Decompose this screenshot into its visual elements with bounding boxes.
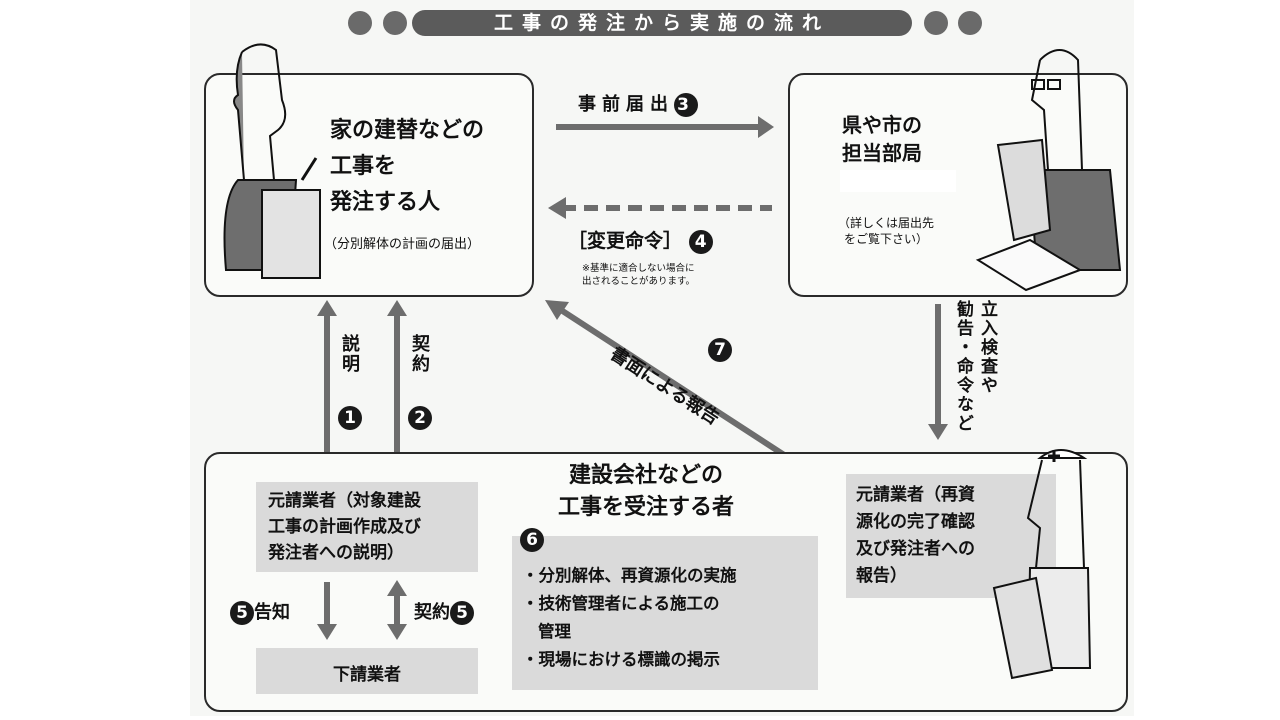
completion-text: 元請業者（再資 源化の完了確認 及び発注者への 報告） [856, 482, 975, 590]
explanation-step: 1 [338, 406, 362, 430]
explanation-label: 説明 [339, 334, 360, 374]
arrow-head-up-icon [387, 300, 407, 316]
contract-label: 契約 [409, 334, 430, 374]
step-badge: 1 [338, 406, 362, 430]
subcontractor-panel: 下請業者 [256, 648, 478, 694]
completion-line: 源化の完了確認 [856, 512, 975, 532]
duty-item: ・現場における標識の掲示 [522, 650, 721, 669]
arrow-head-down-icon [317, 624, 337, 640]
inspection-label-line: 勧告・命令など [953, 300, 973, 433]
header-dot-icon [958, 11, 982, 35]
advance-notice-arrow [556, 124, 762, 130]
authority-title-line: 担当部局 [842, 141, 922, 165]
client-title-line: 家の建替などの [330, 118, 485, 143]
inspection-arrow [935, 304, 941, 426]
header-dot-icon [383, 11, 407, 35]
prime-contractor-line: 工事の計画作成及び [268, 517, 421, 537]
written-report-step: 7 [708, 338, 732, 362]
duty-text: 技術管理者による施工の [538, 594, 720, 613]
contractor-title: 建設会社などの 工事を受注する者 [558, 460, 734, 524]
duty-item: ・分別解体、再資源化の実施 [522, 566, 737, 585]
diagram-title: 工事の発注から実施の流れ [412, 10, 912, 36]
duties-step: 6 [520, 528, 544, 552]
sub-contract-arrow [394, 594, 400, 626]
step-badge: 7 [708, 338, 732, 362]
change-order-note-line: ※基準に適合しない場合に [582, 263, 695, 274]
step-badge: 6 [520, 528, 544, 552]
sub-contract-text: 契約 [414, 602, 450, 623]
step-badge: 5 [230, 601, 254, 625]
explanation-arrow [324, 314, 330, 472]
client-title: 家の建替などの 工事を 発注する人 [330, 113, 484, 221]
step-badge: 4 [688, 229, 713, 254]
authority-note-line: （詳しくは届出先 [838, 216, 935, 230]
subcontractor-text: 下請業者 [333, 665, 401, 685]
contractor-title-line: 建設会社などの [569, 463, 724, 488]
flow-diagram: 工事の発注から実施の流れ 家の建替などの 工事を 発注する人 （分別解体の計画の… [190, 0, 1134, 716]
change-order-arrow [562, 205, 772, 211]
blank-label [840, 170, 956, 192]
arrow-head-right-icon [758, 116, 774, 138]
completion-line: 及び発注者への [856, 539, 975, 559]
duty-item-cont: 管理 [522, 618, 737, 646]
client-title-line: 工事を [330, 154, 397, 179]
change-order-text: ［変更命令］ [568, 230, 683, 252]
duties-list: ・分別解体、再資源化の実施 ・技術管理者による施工の 管理 ・現場における標識の… [522, 562, 737, 674]
client-subtitle: （分別解体の計画の届出） [324, 237, 481, 252]
header-dot-icon [348, 11, 372, 35]
completion-panel: 元請業者（再資 源化の完了確認 及び発注者への 報告） [846, 474, 1056, 598]
completion-line: 報告） [856, 566, 907, 586]
duties-panel: 6 ・分別解体、再資源化の実施 ・技術管理者による施工の 管理 ・現場における標… [512, 528, 818, 690]
duty-text: 管理 [538, 622, 571, 641]
prime-contractor-text: 元請業者（対象建設 工事の計画作成及び 発注者への説明） [268, 488, 421, 566]
prime-contractor-line: 発注者への説明） [268, 543, 404, 563]
authority-note-line: をご覧下さい） [844, 232, 929, 246]
contract-step: 2 [408, 406, 432, 430]
step-badge: 5 [450, 601, 474, 625]
authority-title-line: 県や市の [842, 113, 922, 137]
authority-note: （詳しくは届出先 をご覧下さい） [838, 215, 934, 247]
duty-text: 分別解体、再資源化の実施 [538, 566, 737, 585]
contract-arrow [394, 314, 400, 460]
inspection-label: 立入検査や [976, 300, 998, 395]
arrow-head-left-icon [548, 197, 566, 219]
notification-text: 告知 [254, 602, 290, 623]
notification-arrow [324, 582, 330, 626]
arrow-head-up-icon [387, 580, 407, 596]
contractor-title-line: 工事を受注する者 [558, 495, 735, 520]
duty-text: 現場における標識の掲示 [538, 650, 721, 669]
change-order-note: ※基準に適合しない場合に 出されることがあります。 [582, 262, 695, 288]
inspection-label-2: 勧告・命令など [952, 300, 974, 433]
authority-title: 県や市の 担当部局 [842, 111, 922, 167]
worker-person-icon [992, 449, 1092, 680]
change-order-note-line: 出されることがあります。 [582, 276, 696, 287]
client-person-icon [223, 43, 321, 279]
completion-line: 元請業者（再資 [856, 485, 975, 505]
duty-item: ・技術管理者による施工の [522, 594, 720, 613]
advance-notice-text: 事前届出 [578, 94, 674, 115]
prime-contractor-panel: 元請業者（対象建設 工事の計画作成及び 発注者への説明） [256, 482, 478, 572]
prime-contractor-line: 元請業者（対象建設 [268, 491, 421, 511]
arrow-head-down-icon [387, 624, 407, 640]
arrow-head-up-icon [317, 300, 337, 316]
inspection-label-line: 立入検査や [977, 300, 997, 395]
header-dot-icon [924, 11, 948, 35]
change-order-label: ［変更命令］ 4 [568, 226, 713, 254]
step-badge: 2 [408, 406, 432, 430]
client-title-line: 発注する人 [330, 190, 441, 215]
arrow-head-down-icon [928, 424, 948, 440]
official-person-icon [975, 49, 1122, 292]
step-badge: 3 [674, 93, 698, 117]
